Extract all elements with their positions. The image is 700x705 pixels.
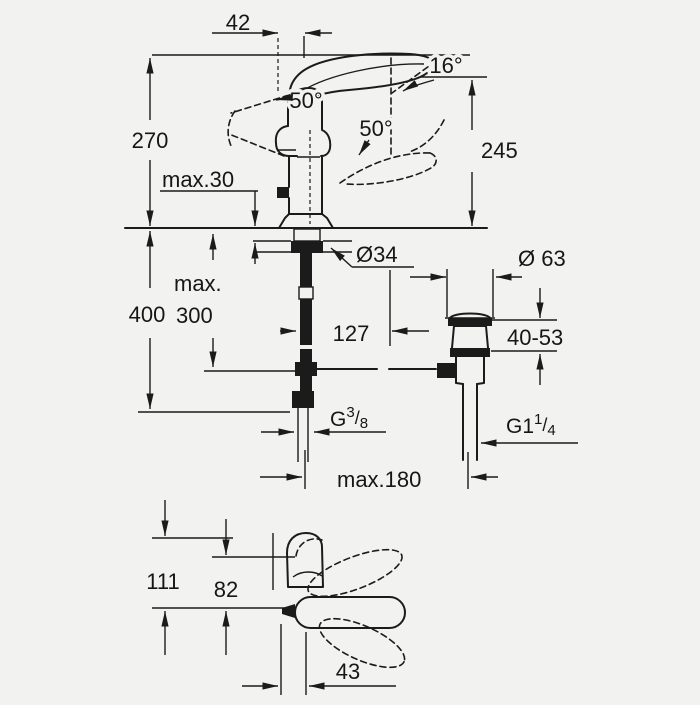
faucet-body-right-edge xyxy=(320,97,332,215)
dim-max300: max. 300 xyxy=(174,234,314,372)
dim-16deg-label: 16° xyxy=(429,53,462,78)
lever-swing-left-line-lower xyxy=(228,133,285,157)
top-spout-tip xyxy=(282,604,295,618)
dim-50deg-left-label: 50° xyxy=(289,88,322,113)
dim-50deg-right: 50° xyxy=(356,113,396,156)
mounting-nut xyxy=(291,241,323,253)
dim-245-label: 245 xyxy=(481,138,518,163)
dim-max180: max.180 xyxy=(260,450,498,492)
faucet-spout xyxy=(274,125,298,157)
hose-coupling-nut xyxy=(292,391,314,408)
dim-40-53: 40-53 xyxy=(488,288,563,385)
dim-111: 111 xyxy=(146,500,180,655)
top-lever-hidden-arc xyxy=(295,538,323,557)
dim-max30: max.30 xyxy=(160,167,259,264)
dim-g38: G3/8 xyxy=(261,404,386,436)
faucet-mounting xyxy=(291,228,323,462)
faucet-base xyxy=(278,213,334,229)
front-view: 42 16° 50° 50° 270 245 xyxy=(124,10,578,492)
dim-max30-label: max.30 xyxy=(162,167,234,192)
dim-40-53-label: 40-53 xyxy=(507,325,563,350)
drain-gasket xyxy=(450,348,490,357)
top-lever xyxy=(286,532,324,588)
dim-max300-label-line1: max. xyxy=(174,271,222,296)
top-body xyxy=(294,596,406,629)
drain-body xyxy=(455,356,485,385)
dim-50deg-left: 50° xyxy=(275,85,326,117)
dim-127: 127 xyxy=(280,270,429,346)
dim-111-label: 111 xyxy=(146,569,179,594)
lever-down-outline xyxy=(346,152,437,186)
faucet-lever-inner-line xyxy=(301,63,425,92)
mounting-washer xyxy=(293,228,321,242)
drain-assembly xyxy=(437,312,495,461)
dim-270-label: 270 xyxy=(132,128,169,153)
dim-400-label: 400 xyxy=(129,302,166,327)
dim-43-label: 43 xyxy=(336,659,360,684)
supply-hose-bottom xyxy=(300,376,312,391)
top-view: 111 82 43 xyxy=(146,500,406,695)
drain-body-taper xyxy=(451,325,489,349)
dim-g114-label: G11/4 xyxy=(506,411,556,439)
supply-hose-upper xyxy=(300,253,312,287)
dim-42-label: 42 xyxy=(226,10,250,35)
dim-dia63: Ø 63 xyxy=(410,246,566,317)
supply-hose-middle xyxy=(300,299,312,345)
dim-max300-label-line2: 300 xyxy=(176,303,213,328)
drain-tailpipe xyxy=(462,383,478,461)
rod-connector xyxy=(437,363,456,378)
dim-50deg-right-label: 50° xyxy=(359,116,392,141)
drain-flange xyxy=(448,318,492,326)
dim-43: 43 xyxy=(242,624,396,695)
lever-position-lower-dashed xyxy=(318,617,406,669)
drain-flange-dome xyxy=(449,312,491,319)
faucet-lever xyxy=(288,52,439,107)
dim-g114: G11/4 xyxy=(481,411,578,447)
top-lever-inner-line xyxy=(292,571,323,578)
dim-max180-label: max.180 xyxy=(337,467,421,492)
dim-400: 400 xyxy=(129,231,290,413)
supply-hose-lower xyxy=(300,349,312,362)
lever-swing-left-arc xyxy=(227,110,236,149)
supply-pipe xyxy=(297,408,309,462)
dim-245: 245 xyxy=(468,80,518,226)
popup-rod-knob xyxy=(277,187,289,198)
faucet-top xyxy=(282,532,406,669)
dim-g38-label: G3/8 xyxy=(330,404,368,432)
lever-16deg-chord xyxy=(391,60,437,94)
dim-dia34: Ø34 xyxy=(330,242,414,268)
dim-127-label: 127 xyxy=(333,321,370,346)
dim-dia34-label: Ø34 xyxy=(356,242,398,267)
faucet-front xyxy=(274,52,439,229)
dim-270: 270 xyxy=(132,58,169,226)
lever-position-upper-dashed xyxy=(307,548,403,598)
dim-42: 42 xyxy=(212,10,332,92)
deck-underside-lines xyxy=(253,240,352,253)
lever-swing-right-arc xyxy=(408,119,445,153)
lever-swing-left-line-upper xyxy=(230,94,290,114)
lever-down-outline-top xyxy=(339,152,431,184)
hose-fitting xyxy=(298,286,314,300)
dim-82: 82 xyxy=(214,519,238,655)
rod-pivot-block xyxy=(295,362,317,376)
dim-82-label: 82 xyxy=(214,577,238,602)
dim-16deg: 16° xyxy=(402,50,487,92)
dim-dia63-label: Ø 63 xyxy=(518,246,566,271)
